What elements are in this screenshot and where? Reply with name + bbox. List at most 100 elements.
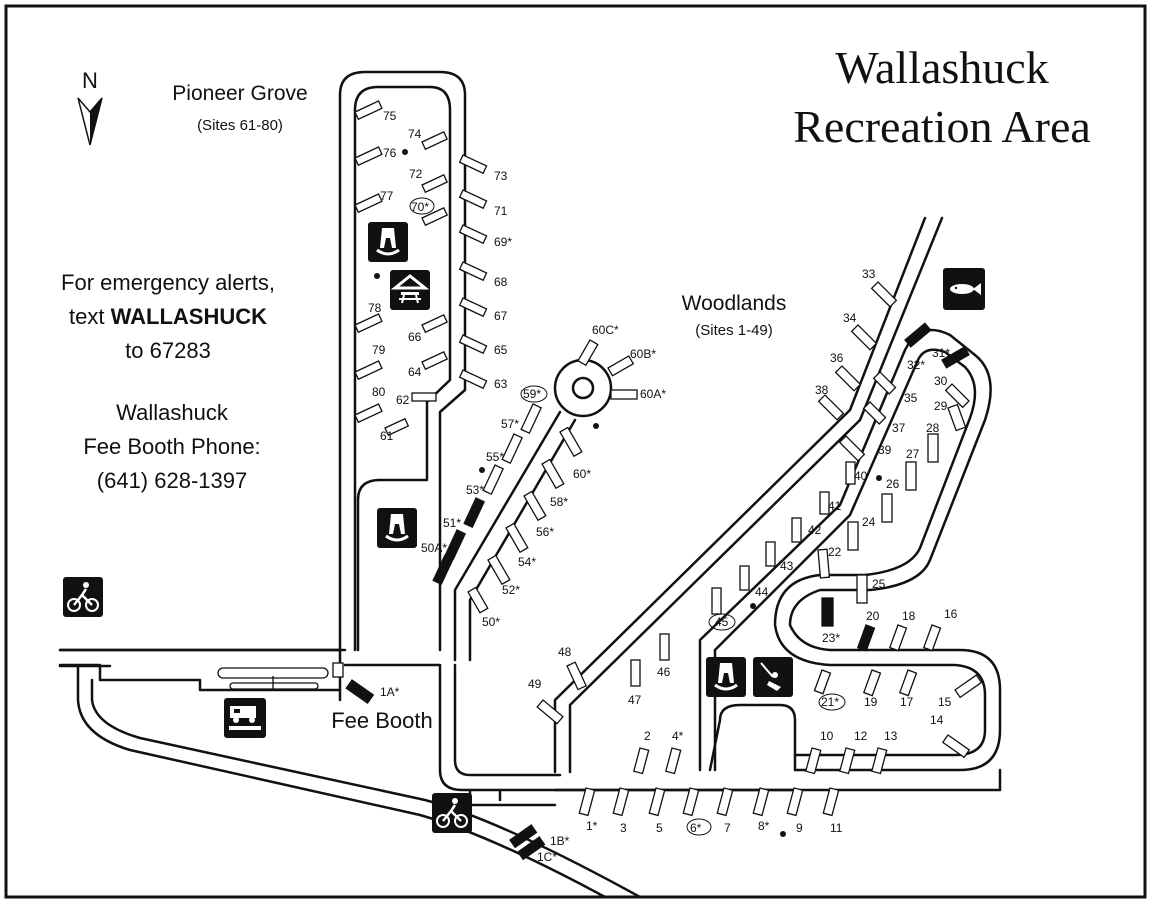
site-label: 22 — [828, 545, 842, 559]
site-label: 32* — [907, 358, 925, 372]
site-labels: 75 76 77 78 79 80 61 74 72 70* 66 64 62 … — [368, 109, 958, 864]
site-label: 46 — [657, 665, 671, 679]
site-label: 60C* — [592, 323, 619, 337]
woodlands-name: Woodlands — [682, 292, 787, 315]
site-label: 8* — [758, 819, 770, 833]
water-spigot-icon — [593, 423, 599, 429]
accessible-site-marker — [708, 613, 736, 631]
site-label: 1A* — [380, 685, 400, 699]
site-label: 45 — [715, 615, 729, 629]
site-label: 30 — [934, 374, 948, 388]
site-label: 49 — [528, 677, 542, 691]
restroom-icon — [706, 657, 746, 697]
site-label: 60B* — [630, 347, 656, 361]
fee-phone-line3: (641) 628-1397 — [97, 468, 247, 493]
site-label: 29 — [934, 399, 948, 413]
map-title-line2: Recreation Area — [793, 101, 1091, 152]
site-label: 56* — [536, 525, 554, 539]
water-spigot-icon — [402, 149, 408, 155]
picnic-shelter-icon — [390, 270, 430, 310]
site-label: 13 — [884, 729, 898, 743]
site-label: 21* — [821, 695, 839, 709]
site-label: 77 — [380, 189, 394, 203]
playground-icon — [753, 657, 793, 697]
site-label: 10 — [820, 729, 834, 743]
fishing-icon — [943, 268, 985, 310]
accessible-site-marker — [818, 693, 846, 711]
site-label: 1* — [586, 819, 598, 833]
site-label: 18 — [902, 609, 916, 623]
site-label: 53* — [466, 483, 484, 497]
rv-dump-station-icon — [224, 698, 266, 738]
site-label: 35 — [904, 391, 918, 405]
accessible-site-marker — [686, 818, 712, 836]
site-label: 68 — [494, 275, 508, 289]
site-label: 71 — [494, 204, 508, 218]
site-label: 66 — [408, 330, 422, 344]
site-label: 3 — [620, 821, 627, 835]
site-label: 42 — [808, 523, 822, 537]
pioneer-grove-name: Pioneer Grove — [172, 82, 307, 105]
water-spigot-icon — [780, 831, 786, 837]
restroom-icon — [377, 508, 417, 548]
site-label: 63 — [494, 377, 508, 391]
site-label: 47 — [628, 693, 642, 707]
site-label: 64 — [408, 365, 422, 379]
emergency-line2: text WALLASHUCK — [69, 304, 267, 329]
site-label: 50* — [482, 615, 500, 629]
site-label: 24 — [862, 515, 876, 529]
site-label: 25 — [872, 577, 886, 591]
site-label: 60A* — [640, 387, 666, 401]
water-spigot-icon — [479, 467, 485, 473]
fee-booth-building — [217, 662, 344, 690]
campsite-pads — [345, 100, 983, 861]
water-spigot-icon — [750, 603, 756, 609]
bike-icon — [63, 577, 103, 617]
site-label: 26 — [886, 477, 900, 491]
site-label: 11 — [830, 821, 843, 835]
site-label: 57* — [501, 417, 519, 431]
site-label: 62 — [396, 393, 410, 407]
emergency-line1: For emergency alerts, — [61, 270, 275, 295]
svg-text:N: N — [82, 68, 98, 93]
site-label: 20 — [866, 609, 880, 623]
site-label: 59* — [523, 387, 541, 401]
site-label: 5 — [656, 821, 663, 835]
site-label: 1B* — [550, 834, 570, 848]
site-label: 1C* — [537, 850, 557, 864]
site-label: 55* — [486, 450, 504, 464]
site-label: 52* — [502, 583, 520, 597]
site-label: 54* — [518, 555, 536, 569]
accessible-site-marker — [409, 197, 435, 215]
site-label: 6* — [690, 821, 702, 835]
site-label: 76 — [383, 146, 397, 160]
site-label: 60* — [573, 467, 591, 481]
site-label: 78 — [368, 301, 382, 315]
site-label: 72 — [409, 167, 423, 181]
site-label: 2 — [644, 729, 651, 743]
site-label: 41 — [828, 499, 842, 513]
woodlands-sites: (Sites 1-49) — [695, 322, 773, 339]
bike-icon — [432, 793, 472, 833]
emergency-line3: to 67283 — [125, 338, 211, 363]
site-label: 80 — [372, 385, 386, 399]
site-label: 4* — [672, 729, 684, 743]
restroom-icon — [368, 222, 408, 262]
map-title-line1: Wallashuck — [835, 42, 1048, 93]
site-label: 12 — [854, 729, 868, 743]
site-label: 58* — [550, 495, 568, 509]
roads — [58, 70, 1002, 899]
site-label: 39 — [878, 443, 892, 457]
site-label: 73 — [494, 169, 508, 183]
site-label: 70* — [411, 200, 429, 214]
site-label: 50A* — [421, 541, 447, 555]
site-label: 19 — [864, 695, 878, 709]
site-label: 61 — [380, 429, 394, 443]
site-label: 37 — [892, 421, 906, 435]
site-label: 51* — [443, 516, 461, 530]
site-label: 79 — [372, 343, 386, 357]
fee-phone-line2: Fee Booth Phone: — [83, 434, 260, 459]
site-label: 17 — [900, 695, 914, 709]
site-label: 40 — [854, 469, 868, 483]
